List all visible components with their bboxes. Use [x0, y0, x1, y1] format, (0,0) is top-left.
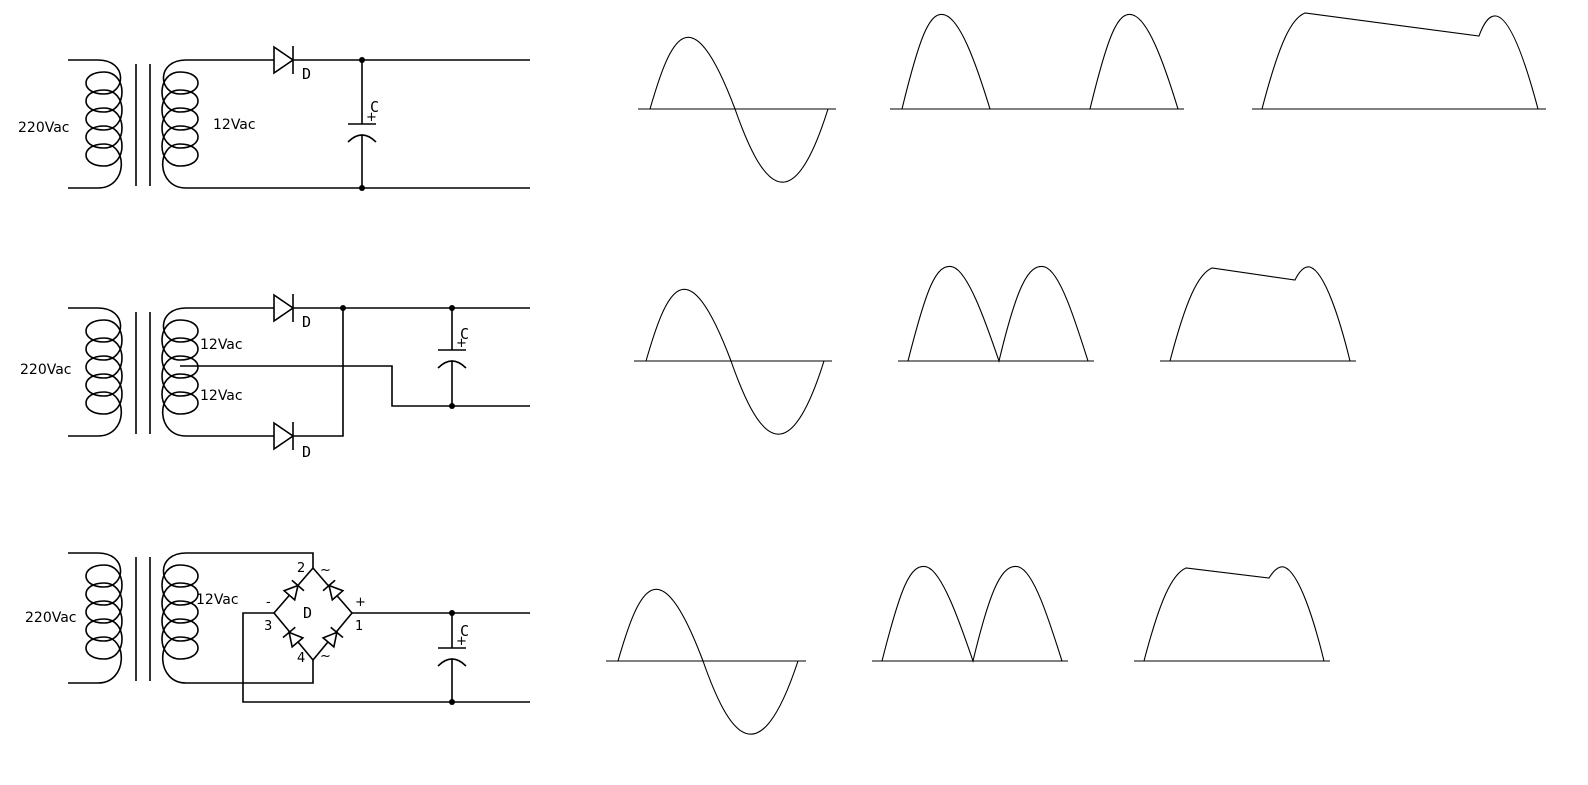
- diode-icon: [273, 45, 295, 75]
- wire-ac-top: [186, 552, 314, 568]
- junction-dot: [359, 57, 365, 63]
- capacitor-label: C: [460, 622, 469, 640]
- bridge-pin-2: 2: [297, 561, 305, 576]
- diode-icon: [321, 631, 338, 649]
- waveform-full-wave: [881, 565, 1063, 663]
- waveforms: [606, 12, 1546, 735]
- primary-coil: [85, 59, 123, 189]
- secondary-voltage-label-lower: 12Vac: [200, 388, 243, 404]
- junction-dot: [449, 403, 455, 409]
- diode-bar: [322, 579, 336, 592]
- bridge-pin-3: 3: [264, 619, 272, 634]
- diode-label: D: [303, 604, 312, 622]
- wire-dc-negative: [242, 612, 530, 703]
- primary-coil: [85, 552, 123, 684]
- junction-dot: [359, 185, 365, 191]
- center-tap-wire: [180, 365, 530, 407]
- bridge-pin-4: 4: [297, 651, 305, 666]
- capacitor-polarity: +: [456, 634, 467, 649]
- bridge-pin-1: 1: [355, 619, 363, 634]
- row-center-tap: 220Vac 12Vac 12Vac D D + C: [20, 293, 530, 461]
- capacitor-label: C: [460, 325, 469, 343]
- waveform-half-wave: [901, 13, 1179, 110]
- junction-dot: [449, 699, 455, 705]
- waveform-full-wave-filtered: [1169, 266, 1351, 362]
- secondary-voltage-label: 12Vac: [213, 117, 256, 133]
- diode-icon: [273, 293, 295, 323]
- secondary-coil: [161, 552, 199, 684]
- diode-label: D: [302, 65, 311, 83]
- diode-icon: [288, 631, 305, 649]
- diode-label: D: [302, 443, 311, 461]
- diode-bar: [330, 626, 344, 639]
- junction-dot: [449, 610, 455, 616]
- junction-dot: [449, 305, 455, 311]
- diode-icon: [327, 584, 345, 602]
- diode-icon: [282, 584, 300, 602]
- row-half-wave: 220Vac 12Vac D + C: [18, 45, 530, 191]
- primary-voltage-label: 220Vac: [18, 120, 70, 136]
- diode-label: D: [302, 313, 311, 331]
- primary-voltage-label: 220Vac: [25, 610, 77, 626]
- diode-bar: [282, 626, 296, 639]
- waveform-ac-sine: [645, 288, 825, 435]
- bridge-ac-mark-bottom: ~: [320, 649, 331, 664]
- capacitor-polarity: +: [456, 336, 467, 351]
- waveform-ac-sine: [617, 588, 799, 735]
- secondary-coil: [161, 59, 199, 189]
- diode-bar: [291, 579, 305, 592]
- secondary-voltage-label: 12Vac: [196, 592, 239, 608]
- bridge-negative-mark: -: [266, 595, 271, 610]
- junction-dot: [340, 305, 346, 311]
- bridge-positive-mark: +: [355, 595, 366, 610]
- bridge-ac-mark-top: ~: [320, 563, 331, 578]
- diode-icon: [273, 421, 295, 451]
- secondary-voltage-label-upper: 12Vac: [200, 337, 243, 353]
- waveform-ac-sine: [649, 36, 829, 183]
- waveform-half-wave-filtered: [1261, 12, 1539, 110]
- wire-ac-bottom: [186, 660, 314, 684]
- primary-coil: [85, 307, 123, 437]
- waveform-full-wave-filtered: [1143, 566, 1325, 662]
- waveform-full-wave: [907, 265, 1089, 363]
- row-bridge: 220Vac 12Vac 2 3 4 1 ~ ~: [25, 552, 530, 705]
- capacitor-label: C: [370, 98, 379, 116]
- wire-diode-join: [293, 308, 344, 437]
- primary-voltage-label: 220Vac: [20, 362, 72, 378]
- capacitor-polarity: +: [366, 110, 377, 125]
- secondary-coil: [161, 307, 199, 437]
